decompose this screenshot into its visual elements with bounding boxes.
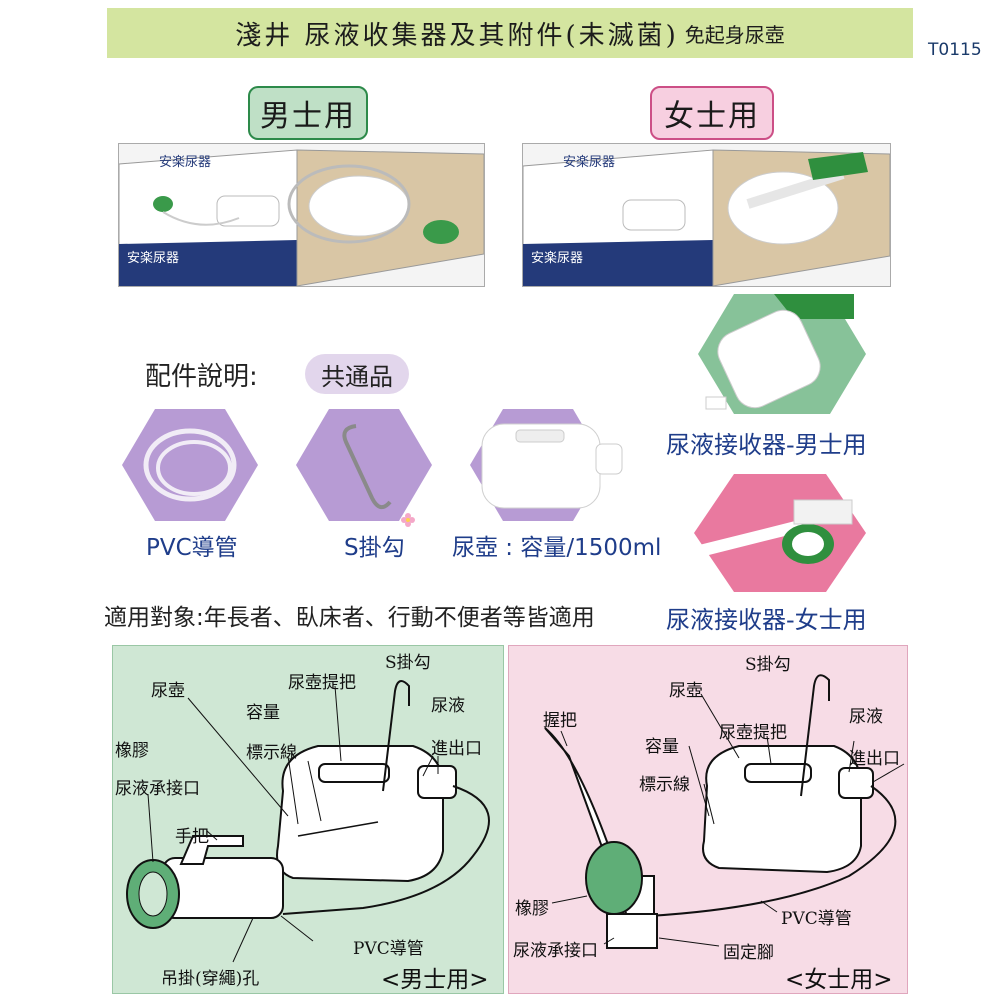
female-label-capacity: 容量 bbox=[645, 737, 679, 757]
female-label-grip: 握把 bbox=[543, 711, 577, 731]
male-label-capacity: 容量 bbox=[246, 703, 280, 723]
female-label-s-hook: S掛勾 bbox=[745, 655, 791, 675]
flower-icon bbox=[400, 512, 416, 528]
male-label-bottle: 尿壺 bbox=[151, 681, 185, 701]
male-diagram-footer: <男士用> bbox=[381, 967, 489, 993]
urinal-caption: 尿壺 : 容量/1500ml bbox=[452, 535, 662, 561]
male-box-brand: 安楽尿器 bbox=[127, 250, 179, 266]
female-label-bottle-handle: 尿壺提把 bbox=[719, 723, 787, 743]
male-label-scale-line: 標示線 bbox=[246, 743, 297, 763]
male-label-bottle-handle: 尿壺提把 bbox=[288, 673, 356, 693]
male-receiver-caption: 尿液接收器-男士用 bbox=[666, 431, 867, 459]
female-label-pvc-tube: PVC導管 bbox=[781, 909, 852, 929]
female-box-photo: 安楽尿器 安楽尿器 bbox=[522, 143, 891, 287]
common-parts-pill: 共通品 bbox=[305, 354, 409, 394]
accessories-title: 配件說明: bbox=[145, 362, 258, 392]
female-label-receiving-mouth: 尿液承接口 bbox=[513, 941, 598, 961]
female-label-inlet-outlet: 進出口 bbox=[849, 749, 900, 769]
male-box-label: 安楽尿器 bbox=[159, 154, 211, 170]
male-box-photo: 安楽尿器 安楽尿器 bbox=[118, 143, 485, 287]
s-hook-image bbox=[296, 409, 432, 521]
male-tag: 男士用 bbox=[248, 86, 368, 140]
page-title: 淺井 尿液收集器及其附件(未滅菌) bbox=[235, 20, 679, 51]
female-label-urine: 尿液 bbox=[849, 707, 883, 727]
male-diagram-drawing bbox=[126, 680, 490, 963]
female-receiver-caption: 尿液接收器-女士用 bbox=[666, 606, 867, 634]
male-receiver-image bbox=[698, 294, 866, 414]
male-label-grip: 手把 bbox=[175, 827, 209, 847]
male-label-rubber: 橡膠 bbox=[115, 741, 149, 761]
male-diagram-panel: 尿壺 尿壺提把 S掛勾 容量 尿液 橡膠 標示線 進出口 尿液承接口 手把 PV… bbox=[112, 645, 504, 994]
female-box-label: 安楽尿器 bbox=[563, 154, 615, 170]
female-tag: 女士用 bbox=[650, 86, 774, 140]
female-diagram-drawing bbox=[544, 674, 905, 949]
urinal-bottle-image bbox=[470, 409, 623, 521]
pvc-tube-caption: PVC導管 bbox=[146, 535, 238, 561]
female-box-brand: 安楽尿器 bbox=[531, 250, 583, 266]
female-label-fixing-foot: 固定腳 bbox=[723, 943, 774, 963]
pvc-tube-image bbox=[122, 409, 258, 521]
female-diagram-footer: <女士用> bbox=[785, 967, 893, 993]
usage-text: 適用對象:年長者、臥床者、行動不便者等皆適用 bbox=[104, 605, 595, 631]
female-receiver-image bbox=[690, 474, 866, 592]
female-label-scale-line: 標示線 bbox=[639, 775, 690, 795]
s-hook-caption: S掛勾 bbox=[344, 535, 405, 561]
male-label-inlet-outlet: 進出口 bbox=[431, 739, 482, 759]
male-label-urine: 尿液 bbox=[431, 696, 465, 716]
page-subtitle: 免起身尿壺 bbox=[684, 22, 785, 47]
male-label-pvc-tube: PVC導管 bbox=[353, 939, 424, 959]
male-label-hang-hole: 吊掛(穿繩)孔 bbox=[161, 969, 260, 989]
female-label-bottle: 尿壺 bbox=[669, 681, 703, 701]
product-code: T0115 bbox=[928, 40, 982, 60]
female-label-rubber: 橡膠 bbox=[515, 899, 549, 919]
title-band: 淺井 尿液收集器及其附件(未滅菌) 免起身尿壺 bbox=[107, 8, 913, 58]
male-label-s-hook: S掛勾 bbox=[385, 653, 431, 673]
female-diagram-panel: S掛勾 尿壺 握把 尿液 容量 尿壺提把 進出口 標示線 橡膠 PVC導管 尿液… bbox=[508, 645, 908, 994]
male-label-receiving-mouth: 尿液承接口 bbox=[115, 779, 200, 799]
